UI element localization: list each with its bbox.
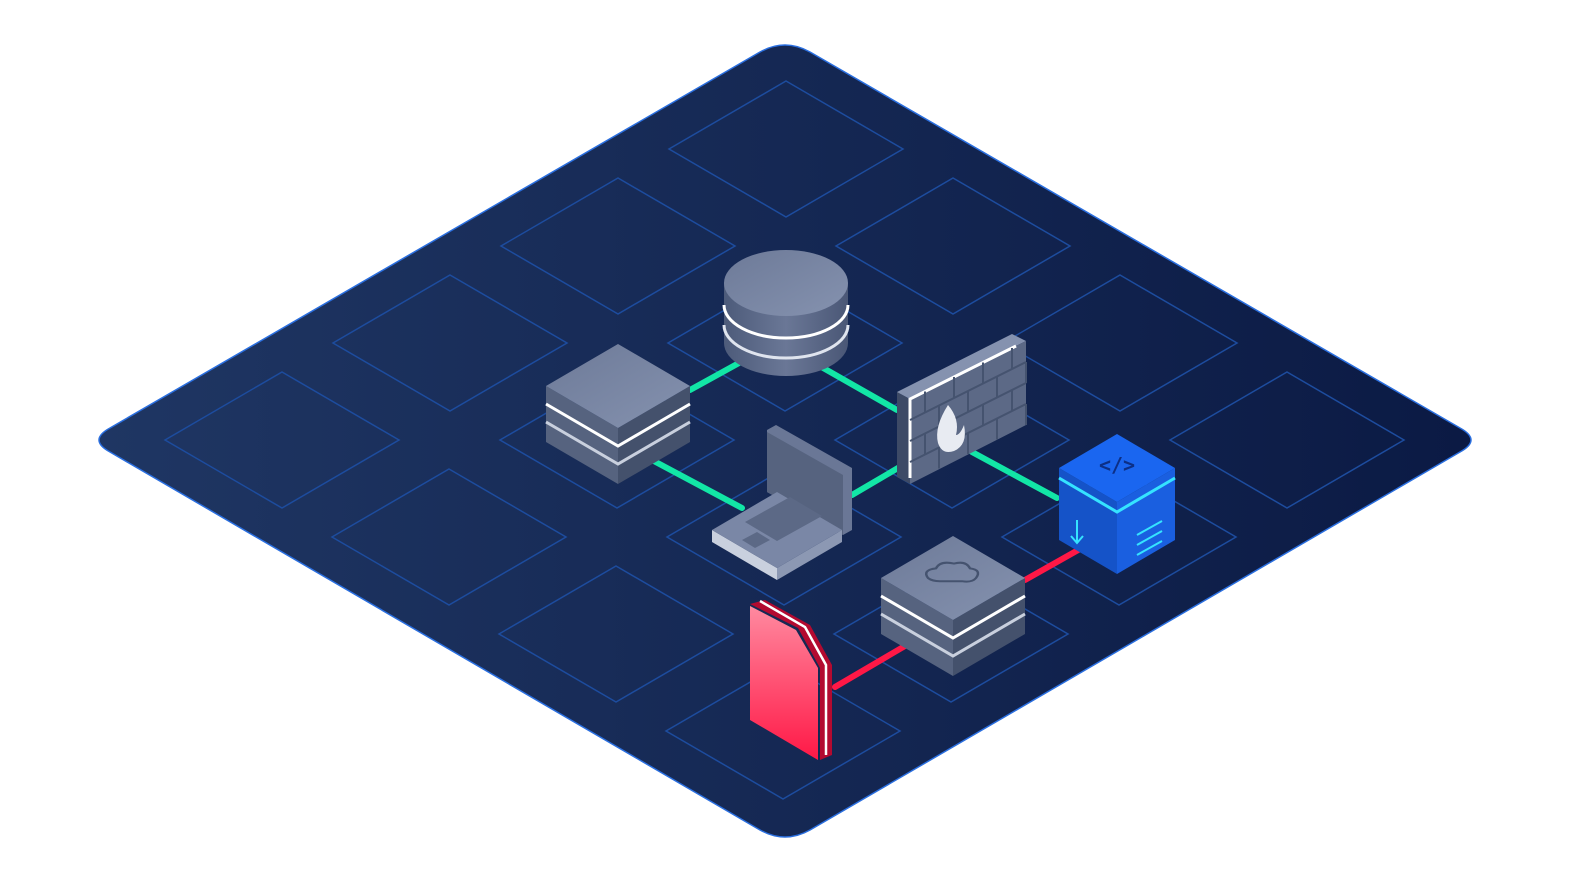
- file-front: [750, 606, 818, 760]
- cloud-icon: [925, 561, 980, 583]
- server-stack-icon: [545, 344, 691, 484]
- connection-file-cloud: [832, 640, 913, 690]
- box-left-face: [546, 386, 618, 484]
- stripe: [880, 612, 1026, 658]
- stripe: [880, 594, 1026, 640]
- connections: [649, 355, 1090, 690]
- grid-tile: [832, 565, 1070, 703]
- connection-server-laptop: [649, 457, 745, 511]
- grid-tile: [833, 371, 1071, 509]
- box-right-face: [777, 530, 842, 580]
- box-left-face: [881, 578, 953, 676]
- grid-tile: [498, 371, 736, 509]
- code-box-icon: </>: [1058, 434, 1176, 574]
- grid-tile: [667, 80, 905, 218]
- grid-tiles: [163, 80, 1406, 800]
- stripe: [1058, 476, 1176, 514]
- connection-cloud-code: [1022, 542, 1090, 583]
- wall-side: [897, 392, 910, 484]
- connection-firewall-code: [969, 449, 1060, 501]
- wall-top: [897, 334, 1026, 399]
- laptop-screen: [767, 432, 843, 535]
- box-right-face: [618, 386, 690, 484]
- keyboard: [745, 497, 822, 541]
- file-icon: [750, 599, 832, 760]
- wall-highlight: [908, 344, 1017, 478]
- download-arrow-head: [1070, 535, 1084, 545]
- box-top-face: [881, 536, 1025, 620]
- code-line: [1136, 530, 1163, 546]
- touchpad: [742, 532, 770, 548]
- box-left-face: [1059, 468, 1117, 574]
- grid-tile: [834, 177, 1072, 315]
- grid-tile: [331, 274, 569, 412]
- grid-tile: [664, 662, 902, 800]
- grid-tile: [1168, 371, 1406, 509]
- code-line: [1136, 520, 1163, 536]
- connection-database-firewall: [815, 362, 900, 413]
- cloud-server-icon: [880, 536, 1026, 676]
- box-left-face: [712, 530, 777, 580]
- box-right-face: [953, 578, 1025, 676]
- database-icon: [722, 250, 850, 376]
- code-glyph: </>: [1099, 453, 1135, 477]
- grid-tile: [163, 371, 401, 509]
- stripe: [722, 304, 850, 340]
- laptop-icon: [712, 425, 852, 580]
- code-line: [1136, 540, 1163, 556]
- box-top-face: [546, 344, 690, 428]
- database-top: [724, 250, 848, 316]
- stripe: [545, 402, 691, 448]
- grid-tile: [1001, 274, 1239, 412]
- grid-tile: [665, 468, 903, 606]
- grid-tile: [499, 177, 737, 315]
- grid-tile: [330, 468, 568, 606]
- grid-tile: [497, 565, 735, 703]
- box-top-face: [1059, 434, 1175, 502]
- flame-icon: [937, 405, 965, 452]
- box-right-face: [1117, 468, 1175, 574]
- stripe: [722, 324, 850, 360]
- stripe: [545, 420, 691, 466]
- grid-tile: [1000, 468, 1238, 606]
- file-edge-highlight: [759, 599, 828, 755]
- firewall-icon: [897, 334, 1027, 484]
- grid-tile: [666, 274, 904, 412]
